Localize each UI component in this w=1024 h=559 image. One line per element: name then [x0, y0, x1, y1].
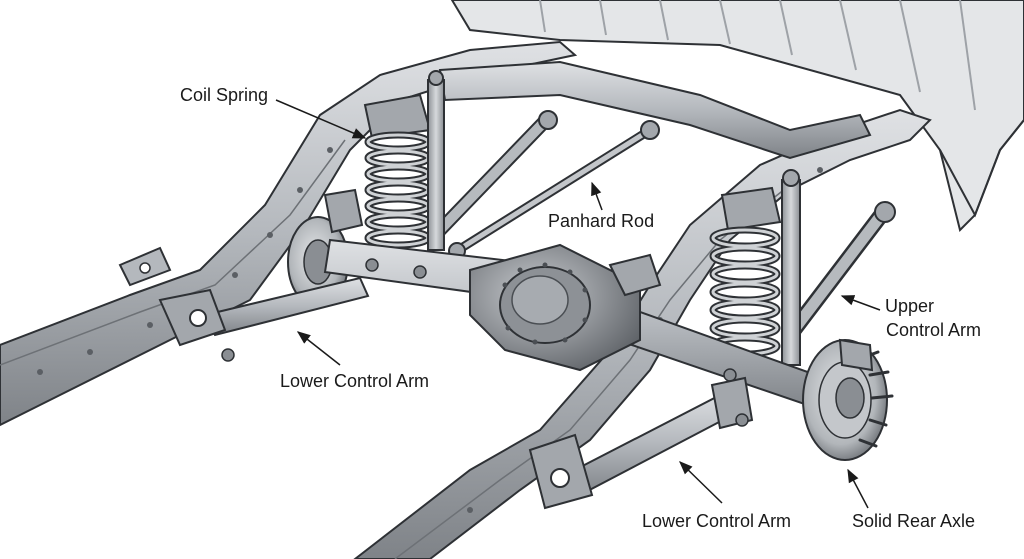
lower-control-arm-right [530, 378, 752, 508]
leader-lower-control-arm-left [298, 332, 340, 365]
brake-rotor-right [803, 340, 892, 460]
leader-solid-rear-axle [848, 470, 868, 508]
label-upper-control-arm-line1: Upper [885, 296, 934, 316]
upper-control-arm-right [790, 202, 895, 335]
upper-control-arm-left [440, 111, 557, 230]
label-coil-spring: Coil Spring [180, 85, 268, 105]
leader-panhard-rod [592, 183, 602, 210]
leader-upper-control-arm [842, 296, 880, 310]
shock-absorber-left [428, 71, 444, 250]
label-lower-control-arm-right: Lower Control Arm [642, 511, 791, 531]
leader-lower-control-arm-right [680, 462, 722, 503]
label-lower-control-arm-left: Lower Control Arm [280, 371, 429, 391]
coil-spring-left [365, 95, 430, 245]
crossmember [440, 62, 870, 158]
label-solid-rear-axle: Solid Rear Axle [852, 511, 975, 531]
shock-absorber-right [782, 170, 800, 365]
label-upper-control-arm-line2: Control Arm [886, 320, 981, 340]
label-panhard-rod: Panhard Rod [548, 211, 654, 231]
